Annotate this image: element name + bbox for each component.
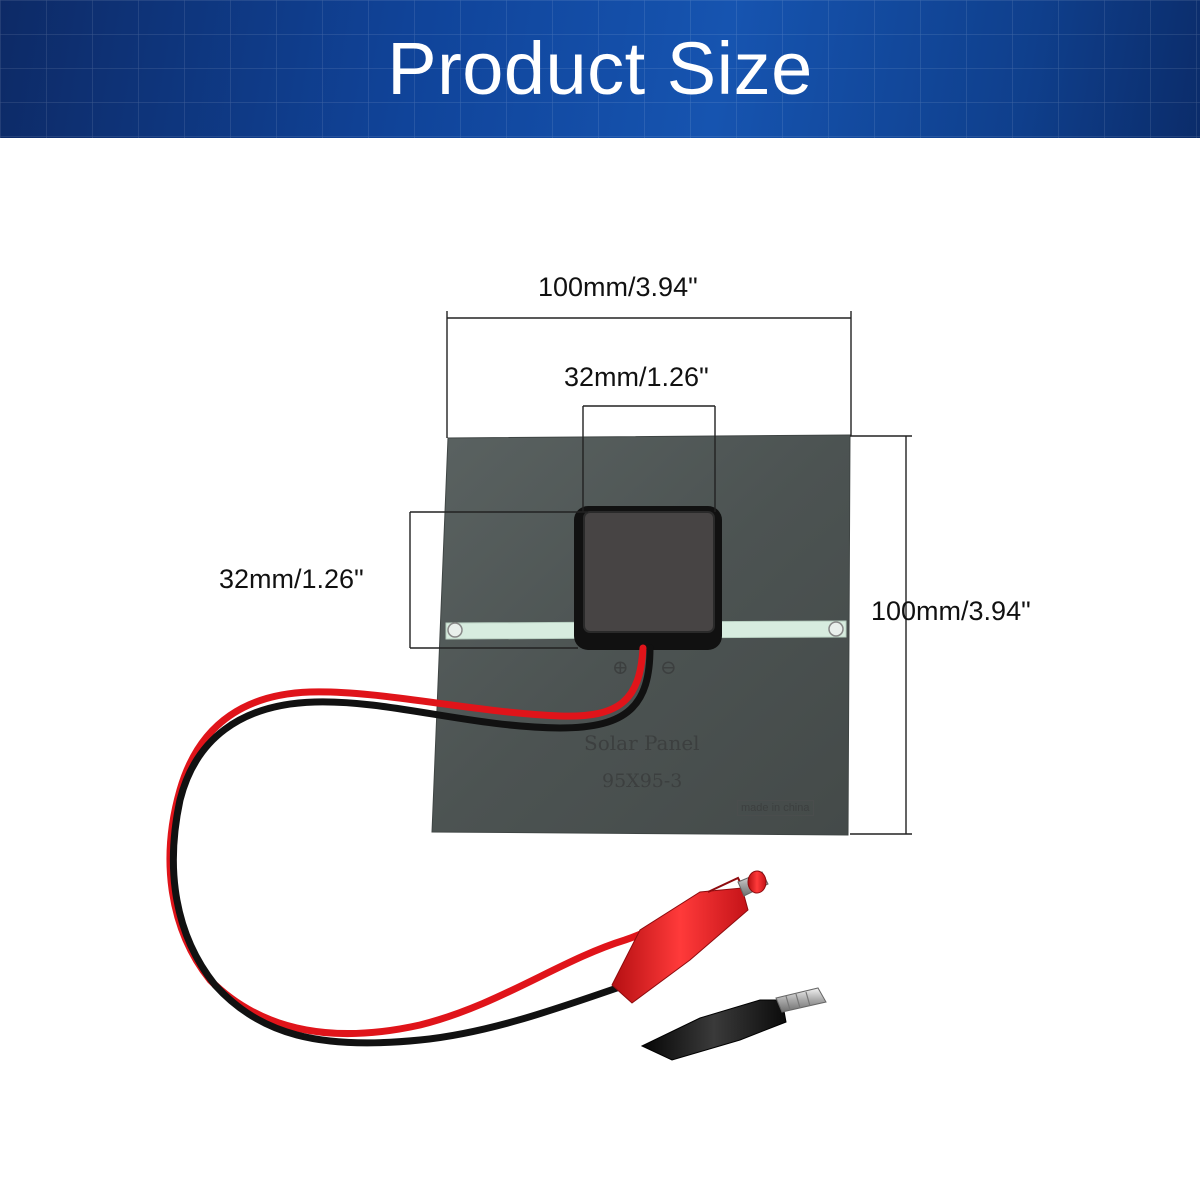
junction-height-label: 32mm/1.26" (219, 564, 364, 594)
height-dimension-line (850, 435, 912, 835)
page-title: Product Size (387, 27, 813, 110)
junction-height-dimension-line (409, 511, 588, 649)
panel-width-label: 100mm/3.94" (538, 272, 698, 302)
panel-model: 95X95-3 (602, 770, 683, 792)
solder-point-left (447, 622, 463, 638)
header-banner: Product Size (0, 0, 1200, 138)
banner-texture (0, 0, 1200, 138)
black-wire (169, 644, 659, 1047)
red-alligator-clip (611, 870, 769, 1004)
solder-point-right (828, 621, 844, 637)
junction-width-dimension-line (582, 405, 716, 512)
junction-width-label: 32mm/1.26" (564, 362, 709, 392)
panel-label: Solar Panel (584, 731, 700, 755)
polarity-positive-mark: ⊕ (612, 655, 629, 679)
black-alligator-clip (640, 987, 827, 1061)
polarity-negative-mark: ⊖ (660, 655, 677, 679)
panel-height-label: 100mm/3.94" (871, 596, 1031, 626)
origin-badge: made in china (737, 800, 814, 816)
width-dimension-line (446, 311, 852, 438)
junction-box (583, 511, 715, 633)
